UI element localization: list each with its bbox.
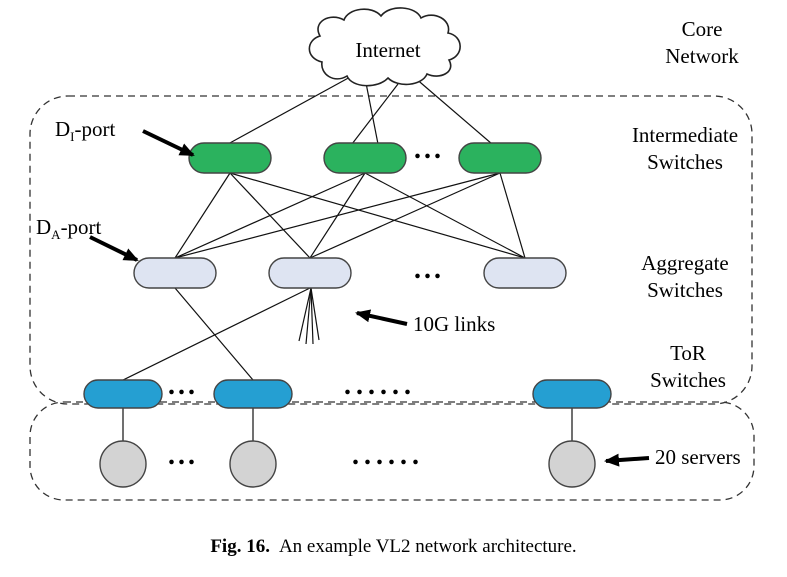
internet-to-intermediate-links <box>227 75 493 145</box>
label-tor-switches: ToR Switches <box>650 341 726 392</box>
aggregate-to-tor-links <box>122 287 311 381</box>
ellipsis-tor-long: ...... <box>344 370 416 401</box>
internet-label: Internet <box>355 38 421 62</box>
label-core-network: Core Network <box>665 17 739 68</box>
da-port-arrow <box>89 235 139 262</box>
ellipsis-tor-short: ... <box>168 370 198 401</box>
ten-g-links-arrow <box>355 309 408 326</box>
label-aggregate-switches: Aggregate Switches <box>641 251 729 302</box>
tor-switch-2 <box>213 379 293 409</box>
server-zone <box>29 401 755 501</box>
intermediate-to-aggregate-links <box>174 172 526 259</box>
tor-switch-3 <box>532 379 612 409</box>
intermediate-switch-2 <box>323 142 407 174</box>
intermediate-switch-1 <box>188 142 272 174</box>
ten-g-links-label: 10G links <box>413 312 496 336</box>
label-intermediate-switches: Intermediate Switches <box>631 123 739 174</box>
internet-cloud <box>308 7 461 87</box>
server-2 <box>229 440 277 488</box>
aggregate-switch-3 <box>483 257 567 289</box>
da-port-label: DA-port <box>36 215 102 243</box>
switch-fabric-zone <box>29 95 753 405</box>
caption-label: Fig. 16. <box>210 536 270 557</box>
ellipsis-servers-short: ... <box>168 440 198 471</box>
tor-to-server-links <box>122 408 573 441</box>
di-port-arrow <box>142 129 195 157</box>
server-3 <box>548 440 596 488</box>
server-1 <box>99 440 147 488</box>
aggregate-switch-2 <box>268 257 352 289</box>
di-port-label: DI-port <box>55 117 116 145</box>
tor-switches <box>83 379 612 409</box>
aggregate-switches <box>133 257 567 289</box>
label-server-count: 20 servers <box>655 445 741 469</box>
ellipsis-aggregate: ... <box>414 254 444 285</box>
intermediate-switch-3 <box>458 142 542 174</box>
caption-text: An example VL2 network architecture. <box>278 536 577 557</box>
servers-count-arrow <box>604 453 650 467</box>
aggregate-switch-1 <box>133 257 217 289</box>
ten-g-links-fan <box>298 287 320 345</box>
tor-switch-1 <box>83 379 163 409</box>
servers <box>99 440 596 488</box>
figure-caption: Fig. 16. An example VL2 network architect… <box>0 536 787 558</box>
intermediate-switches <box>188 142 542 174</box>
ellipsis-servers-long: ...... <box>352 440 424 471</box>
ellipsis-intermediate: ... <box>414 134 444 165</box>
